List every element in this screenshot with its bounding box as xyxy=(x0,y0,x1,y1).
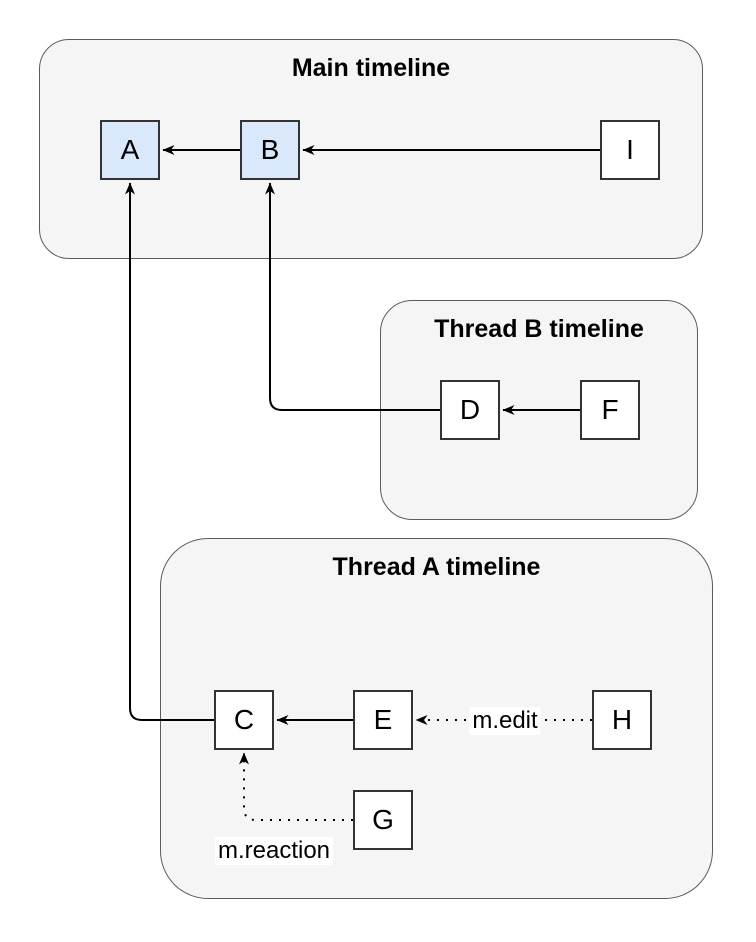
edge-d-to-b-arrow xyxy=(265,182,440,411)
node-c: C xyxy=(214,690,274,750)
node-c-label: C xyxy=(233,704,255,735)
edge-g-to-c-reaction-arrow xyxy=(239,752,353,821)
node-g-label: G xyxy=(372,804,394,835)
edge-label-m-reaction: m.reaction xyxy=(214,837,334,865)
node-a: A xyxy=(100,120,160,180)
node-b: B xyxy=(240,120,300,180)
node-h: H xyxy=(592,690,652,750)
node-d: D xyxy=(440,380,500,440)
edge-c-to-a-arrow xyxy=(125,182,214,721)
main-timeline-title: Main timeline xyxy=(291,54,451,82)
node-h-label: H xyxy=(611,704,633,735)
node-d-label: D xyxy=(459,394,481,425)
node-f-label: F xyxy=(601,394,619,425)
node-i: I xyxy=(600,120,660,180)
node-g: G xyxy=(353,790,413,850)
node-a-label: A xyxy=(120,134,140,165)
thread-a-timeline-title: Thread A timeline xyxy=(332,553,541,581)
node-f: F xyxy=(580,380,640,440)
node-e-label: E xyxy=(373,704,393,735)
node-b-label: B xyxy=(260,134,280,165)
node-i-label: I xyxy=(626,134,634,165)
node-e: E xyxy=(353,690,413,750)
thread-b-timeline-title: Thread B timeline xyxy=(434,315,644,343)
edge-label-m-edit: m.edit xyxy=(469,707,541,735)
